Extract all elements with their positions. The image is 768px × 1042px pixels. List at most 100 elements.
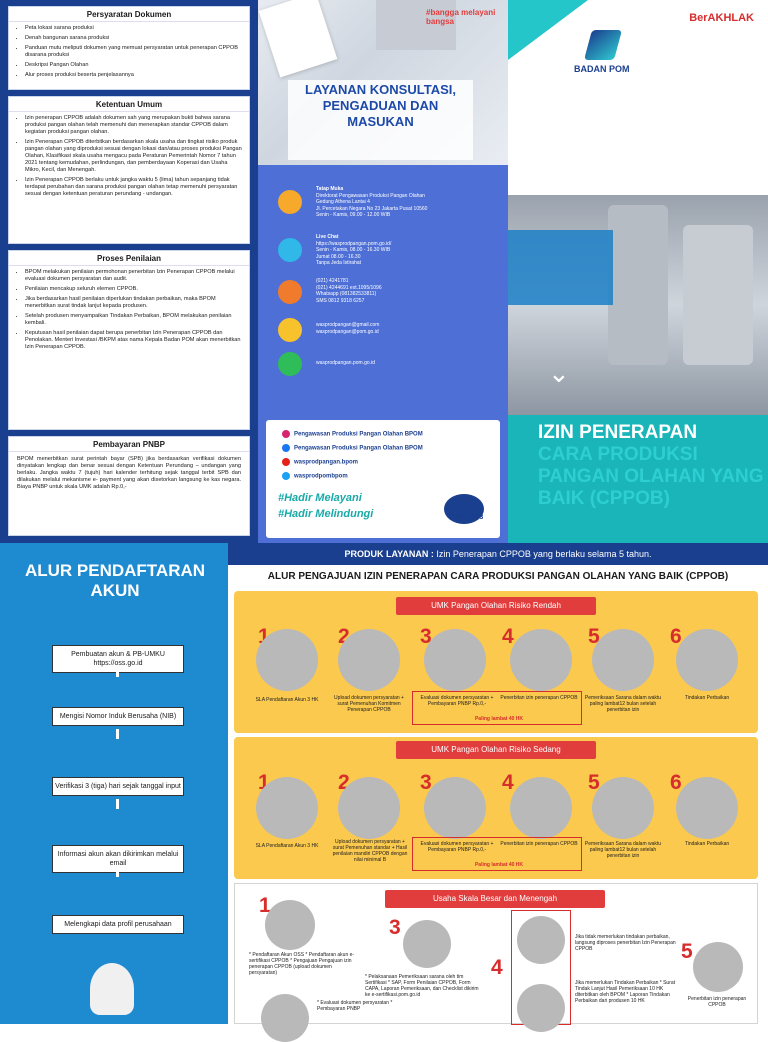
certificate-icon [693, 942, 743, 992]
medium-risk-banner: UMK Pangan Olahan Risiko Sedang [396, 741, 596, 759]
ketentuan-box: Ketentuan Umum Izin penerapan CPPOB adal… [8, 96, 250, 244]
bangga-logo: #bangga melayani bangsa [426, 8, 496, 26]
ketentuan-title: Ketentuan Umum [9, 97, 249, 112]
brochure-front: Persyaratan Dokumen Peta lokasi sarana p… [0, 0, 768, 543]
laptop-icon [265, 900, 315, 950]
hotline-icon [444, 494, 484, 524]
flow-step-3: Verifikasi 3 (tiga) hari sejak tanggal i… [52, 777, 184, 796]
list-item: Deskripsi Pangan Olahan [25, 62, 243, 69]
documents-icon [338, 777, 400, 839]
puzzle-icon [676, 777, 738, 839]
application-flow: PRODUK LAYANAN : Izin Penerapan CPPOB ya… [228, 543, 768, 1042]
checklist-icon [424, 777, 486, 839]
email-link-1[interactable]: wasprodpangan@gmail.com [316, 322, 380, 328]
badan-pom-icon [583, 30, 623, 60]
twitter-link[interactable]: wasprodpombpom [282, 472, 348, 480]
youtube-icon [282, 458, 290, 466]
inspection-icon [592, 777, 654, 839]
contact-visit: Tatap Muka Direktorat Pengawasan Produks… [278, 186, 498, 226]
deadline-box [412, 837, 582, 871]
list-item: Setelah produsen menyampaikan Tindakan P… [25, 313, 243, 327]
cover-header: BerAKHLAK BADAN POM [508, 0, 768, 200]
list-item: Izin penerapan CPPOB adalah dokumen sah … [25, 115, 243, 136]
produk-layanan: PRODUK LAYANAN : Izin Penerapan CPPOB ya… [228, 543, 768, 565]
hotline-number: 1500533 [456, 514, 484, 521]
instagram-link[interactable]: Pengawasan Produksi Pangan Olahan BPOM [282, 430, 423, 438]
list-item: Alur proses produksi beserta penjelasann… [25, 72, 243, 79]
hashtags: #Hadir Melayani #Hadir Melindungi [278, 492, 374, 520]
laptop-icon [256, 777, 318, 839]
brochure-back: ALUR PENDAFTARAN AKUN Pembuatan akun & P… [0, 543, 768, 1042]
requirements-panel: Persyaratan Dokumen Peta lokasi sarana p… [0, 0, 258, 543]
laptop-icon [256, 629, 318, 691]
flow-step-2: Mengisi Nomor Induk Berusaha (NIB) [52, 707, 184, 726]
chevron-down-icon: ⌄ [548, 358, 570, 388]
facebook-icon [282, 444, 290, 452]
factory-photo [508, 195, 768, 415]
contact-title: LAYANAN KONSULTASI, PENGADUAN DAN MASUKA… [288, 80, 473, 160]
large-medium-panel: Usaha Skala Besar dan Menengah 1 * Penda… [234, 883, 758, 1042]
support-person-icon [90, 963, 134, 1015]
pnbp-title: Pembayaran PNBP [9, 437, 249, 452]
puzzle-icon [517, 916, 565, 964]
low-risk-panel: UMK Pangan Olahan Risiko Rendah 1 2 3 4 … [234, 591, 758, 733]
blue-accent [508, 230, 613, 305]
contact-email: wasprodpangan@gmail.com wasprodpangan@po… [278, 318, 498, 344]
documents-icon [261, 994, 309, 1042]
flow-step-5: Melengkapi data profil perusahaan [52, 915, 184, 934]
twitter-icon [282, 472, 290, 480]
facebook-link[interactable]: Pengawasan Produksi Pangan Olahan BPOM [282, 444, 423, 452]
deadline-box [412, 691, 582, 725]
laptop-image [376, 0, 456, 50]
account-flow-title: ALUR PENDAFTARAN AKUN [24, 561, 206, 600]
notebook-image [258, 0, 338, 78]
puzzle-icon [517, 984, 565, 1032]
pnbp-box: Pembayaran PNBP BPOM menerbitkan surat p… [8, 436, 250, 536]
cover-title: IZIN PENERAPAN CARA PRODUKSI PANGAN OLAH… [538, 422, 764, 509]
documents-icon [338, 629, 400, 691]
account-flow: ALUR PENDAFTARAN AKUN Pembuatan akun & P… [0, 543, 228, 1024]
email-icon [278, 318, 302, 342]
medium-risk-panel: UMK Pangan Olahan Risiko Sedang 1 2 3 4 … [234, 737, 758, 879]
inspection-icon [592, 629, 654, 691]
list-item: Keputusan hasil penilaian dapat berupa p… [25, 330, 243, 351]
pnbp-text: BPOM menerbitkan surat perintah bayar (S… [17, 456, 241, 490]
puzzle-icon [676, 629, 738, 691]
list-item: Denah bangunan sarana produksi [25, 35, 243, 42]
contact-phone: (021) 4241781 (021) 4244691 ext.1095/109… [278, 278, 498, 310]
proses-list: BPOM melakukan penilaian permohonan pene… [9, 266, 249, 357]
checklist-icon [424, 629, 486, 691]
proses-box: Proses Penilaian BPOM melakukan penilaia… [8, 250, 250, 430]
cover-panel: BerAKHLAK BADAN POM ⌄ IZIN PENERAPAN CAR… [508, 0, 768, 543]
list-item: Izin Penerapan CPPOB diterbitkan berdasa… [25, 139, 243, 174]
contact-chat: Live Chat https://wasprodpangan.pom.go.i… [278, 234, 498, 274]
list-item: Izin Penerapan CPPOB berlaku untuk jangk… [25, 177, 243, 198]
instagram-icon [282, 430, 290, 438]
list-item: Jika berdasarkan hasil penilaian diperlu… [25, 296, 243, 310]
large-medium-banner: Usaha Skala Besar dan Menengah [385, 890, 605, 908]
checklist-icon [403, 920, 451, 968]
certificate-icon [510, 777, 572, 839]
list-item: Penilaian mencakup seluruh elemen CPPOB. [25, 286, 243, 293]
person-icon [278, 190, 302, 214]
flow-title: ALUR PENGAJUAN IZIN PENERAPAN CARA PRODU… [267, 571, 729, 582]
persyaratan-box: Persyaratan Dokumen Peta lokasi sarana p… [8, 6, 250, 90]
youtube-link[interactable]: wasprodpangan.bpom [282, 458, 358, 466]
email-link-2[interactable]: wasprodpangan@pom.go.id [316, 328, 379, 335]
proses-title: Proses Penilaian [9, 251, 249, 266]
berakhlak-logo: BerAKHLAK [689, 12, 754, 24]
list-item: Peta lokasi sarana produksi [25, 25, 243, 32]
chat-icon [278, 238, 302, 262]
live-chat-link[interactable]: https://wasprodpangan.pom.go.id/ [316, 240, 392, 247]
list-item: Panduan mutu meliputi dokumen yang memua… [25, 45, 243, 59]
persyaratan-title: Persyaratan Dokumen [9, 7, 249, 22]
list-item: BPOM melakukan penilaian permohonan pene… [25, 269, 243, 283]
badan-pom-logo: BADAN POM [574, 64, 630, 74]
social-box: Pengawasan Produksi Pangan Olahan BPOM P… [266, 420, 500, 538]
ketentuan-list: Izin penerapan CPPOB adalah dokumen sah … [9, 112, 249, 204]
website-link[interactable]: wasprodpangan.pom.go.id [316, 360, 375, 366]
low-risk-banner: UMK Pangan Olahan Risiko Rendah [396, 597, 596, 615]
contact-panel: #bangga melayani bangsa LAYANAN KONSULTA… [258, 0, 508, 543]
globe-icon [278, 352, 302, 376]
persyaratan-list: Peta lokasi sarana produksi Denah bangun… [9, 22, 249, 85]
